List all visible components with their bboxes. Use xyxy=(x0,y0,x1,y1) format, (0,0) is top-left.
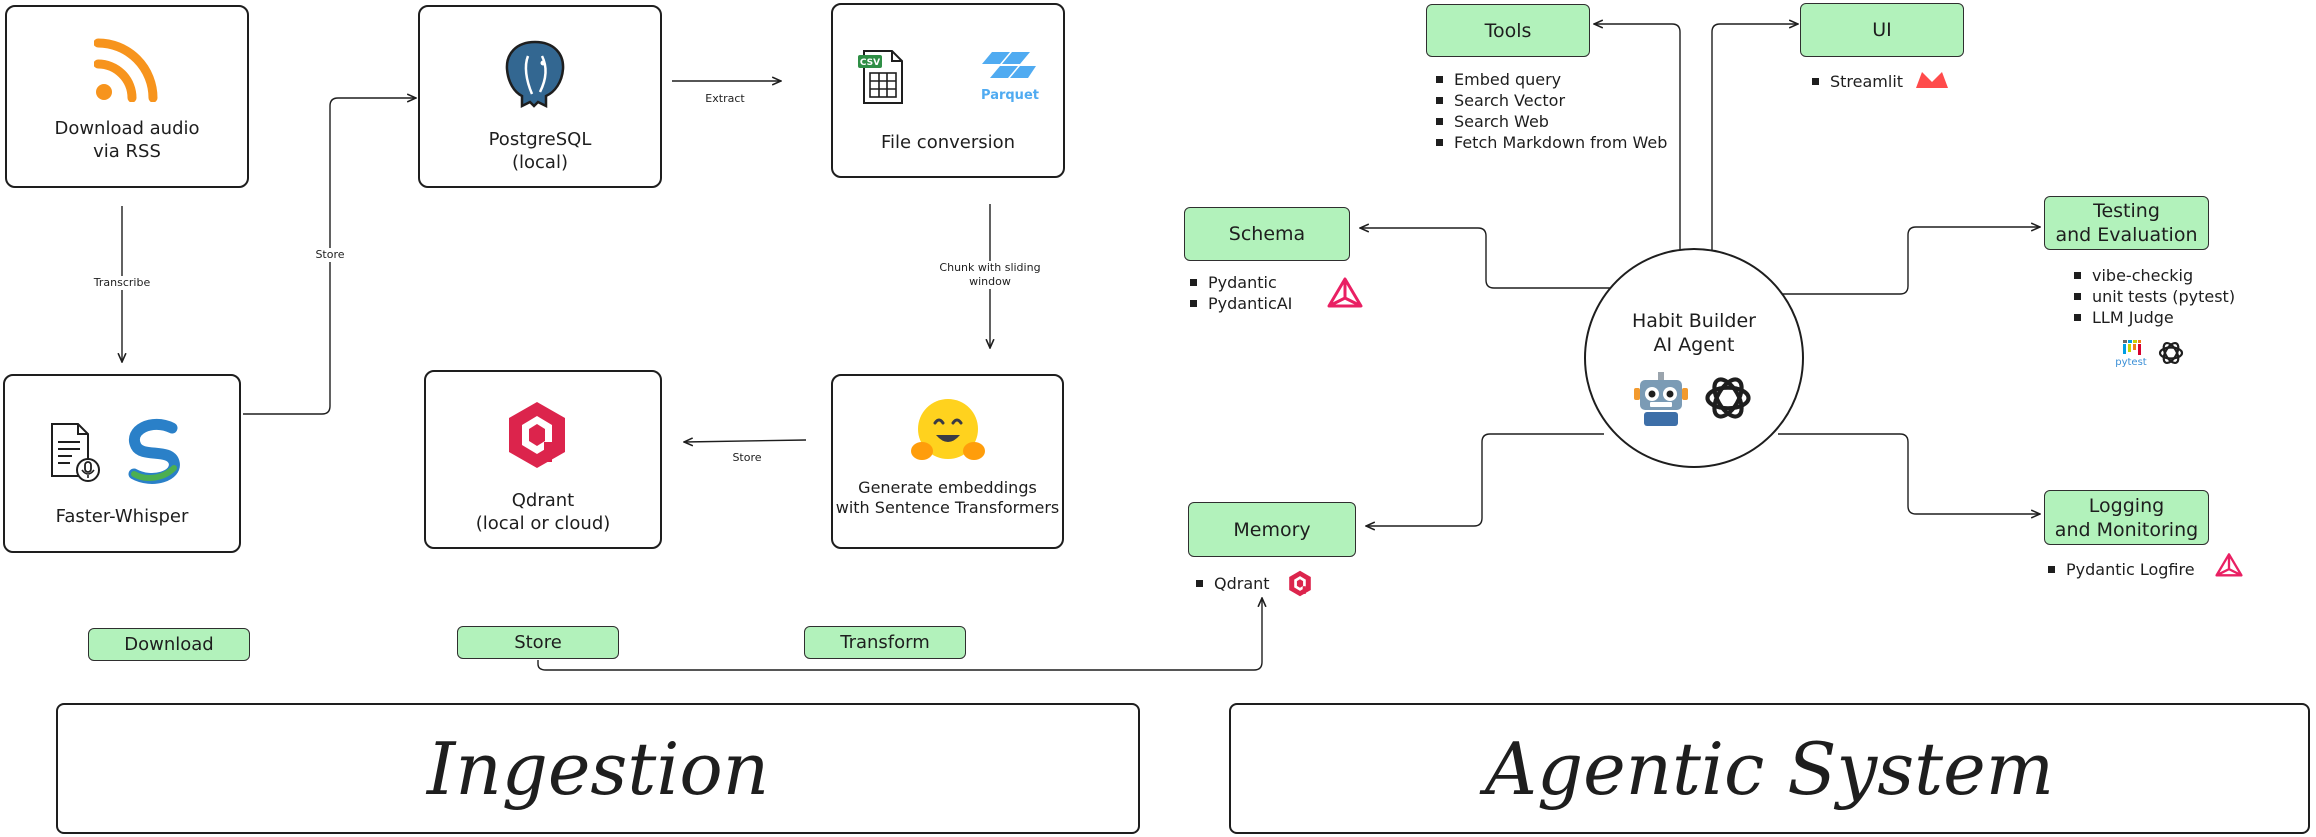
pytest-logo-text: pytest xyxy=(2115,357,2147,368)
embeddings-label: Generate embeddings with Sentence Transf… xyxy=(835,478,1060,517)
logging-list: Pydantic Logfire xyxy=(2046,559,2195,580)
list-item: Qdrant xyxy=(1194,573,1270,594)
parquet-label: Parquet xyxy=(981,88,1039,103)
logging-node[interactable]: Logging and Monitoring xyxy=(2044,490,2209,545)
whisper-logo-icon xyxy=(128,418,180,484)
edge-store-memory xyxy=(537,598,1262,671)
file-conversion-label: File conversion xyxy=(880,132,1016,153)
tag-download: Download xyxy=(88,628,250,661)
edge-store-qdrant xyxy=(684,440,807,442)
agentic-section-title: Agentic System xyxy=(1229,703,2310,834)
openai-hub-icon xyxy=(1705,377,1751,419)
memory-node[interactable]: Memory xyxy=(1188,502,1356,557)
edge-label-chunk: Chunk with sliding window xyxy=(935,261,1045,289)
list-item: Embed query xyxy=(1434,69,1667,90)
schema-list: Pydantic PydanticAI xyxy=(1188,272,1292,314)
agent-hub-label: Habit Builder AI Agent xyxy=(1632,310,1756,356)
edge-tools xyxy=(1594,24,1681,264)
ui-list: Streamlit xyxy=(1810,71,1903,92)
edge-label-transcribe: Transcribe xyxy=(82,276,162,290)
edge-ui xyxy=(1711,24,1798,264)
edge-schema xyxy=(1360,228,1610,289)
edge-label-store-pg: Store xyxy=(305,248,355,262)
edge-label-extract: Extract xyxy=(705,92,745,105)
list-item: Search Vector xyxy=(1434,90,1667,111)
tools-list: Embed query Search Vector Search Web Fet… xyxy=(1434,69,1667,153)
download-audio-node[interactable] xyxy=(5,5,249,188)
testing-node[interactable]: Testing and Evaluation xyxy=(2044,196,2209,250)
openai-icon xyxy=(2158,341,2184,365)
list-item: PydanticAI xyxy=(1188,293,1292,314)
testing-list: vibe-checkig unit tests (pytest) LLM Jud… xyxy=(2072,265,2235,328)
list-item: LLM Judge xyxy=(2072,307,2235,328)
agent-hub[interactable] xyxy=(1584,248,1804,468)
ui-node[interactable]: UI xyxy=(1800,3,1964,57)
list-item: vibe-checkig xyxy=(2072,265,2235,286)
pytest-icon xyxy=(2123,340,2141,355)
list-item: Streamlit xyxy=(1810,71,1903,92)
tag-transform: Transform xyxy=(804,626,966,659)
robot-icon xyxy=(1634,372,1688,426)
csv-badge: CSV xyxy=(859,58,881,68)
download-audio-label: Download audio via RSS xyxy=(54,118,200,162)
faster-whisper-label: Faster-Whisper xyxy=(55,506,189,527)
qdrant-small-icon xyxy=(1289,570,1311,597)
postgres-label: PostgreSQL (local) xyxy=(488,129,592,173)
list-item: Pydantic xyxy=(1188,272,1292,293)
streamlit-icon xyxy=(1916,72,1948,88)
hugging-face-icon xyxy=(911,399,985,460)
list-item: Fetch Markdown from Web xyxy=(1434,132,1667,153)
edge-label-store-qdrant: Store xyxy=(732,451,762,464)
csv-file-icon xyxy=(858,50,903,104)
rss-icon xyxy=(94,38,158,102)
parquet-icon xyxy=(982,52,1036,78)
postgresql-icon xyxy=(505,40,565,109)
tools-node[interactable]: Tools xyxy=(1426,4,1590,57)
ingestion-section-title: Ingestion xyxy=(56,703,1140,834)
qdrant-label: Qdrant (local or cloud) xyxy=(475,490,611,534)
schema-node[interactable]: Schema xyxy=(1184,207,1350,261)
faster-whisper-node[interactable] xyxy=(3,374,241,553)
pydantic-icon xyxy=(1327,277,1363,308)
list-item: unit tests (pytest) xyxy=(2072,286,2235,307)
edge-memory xyxy=(1366,433,1604,526)
edge-testing xyxy=(1778,227,2040,295)
edge-logging xyxy=(1778,433,2040,514)
list-item: Search Web xyxy=(1434,111,1667,132)
transcript-icon xyxy=(51,423,100,482)
qdrant-icon xyxy=(509,402,565,468)
memory-list: Qdrant xyxy=(1194,573,1270,594)
tag-store: Store xyxy=(457,626,619,659)
file-conversion-node[interactable] xyxy=(831,3,1065,178)
list-item: Pydantic Logfire xyxy=(2046,559,2195,580)
pydantic-logfire-icon xyxy=(2215,553,2243,577)
